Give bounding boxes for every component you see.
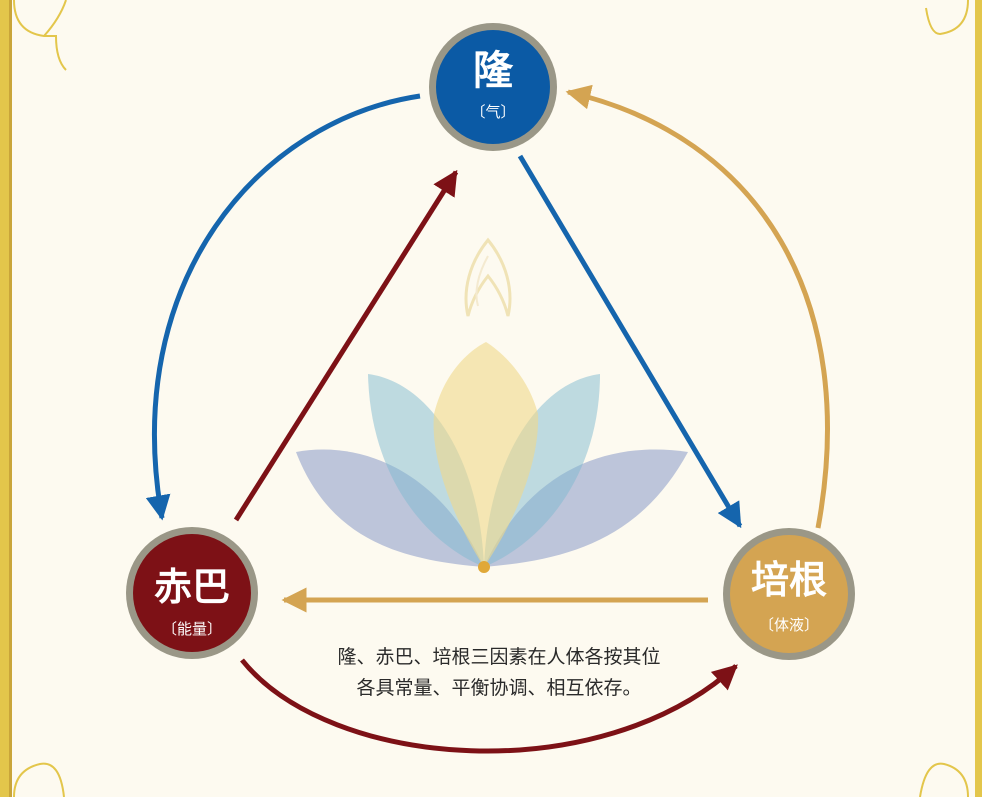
caption-line-2: 各具常量、平衡协调、相互依存。 [356, 677, 641, 699]
node-tripa: 赤巴 〔能量〕 [126, 527, 258, 659]
corner-ornament-top-left [13, 0, 67, 71]
arrow-beken-to-lung [565, 84, 830, 529]
lotus-petal-mid-right [484, 374, 600, 567]
lotus-center-dot [478, 561, 490, 573]
left-border-strip [0, 0, 9, 797]
node-beken: 培根 〔体液〕 [723, 528, 855, 660]
corner-ornament-top-left-arc [43, 0, 67, 37]
arrow-lung-to-beken [517, 154, 743, 529]
node-lung: 隆 〔气〕 [429, 23, 557, 151]
lotus-petal-outer-right [484, 449, 688, 567]
arrow-tripa-to-beken [240, 658, 738, 754]
node-beken-label: 培根 [751, 558, 827, 602]
flame-icon [464, 237, 512, 317]
corner-ornament-bottom-left [13, 762, 65, 797]
node-beken-sublabel: 〔体液〕 [759, 616, 819, 634]
node-tripa-label: 赤巴 [154, 565, 230, 609]
lotus-petal-outer-left [296, 449, 484, 567]
caption-line-1: 隆、赤巴、培根三因素在人体各按其位 [337, 646, 660, 668]
node-tripa-fill [133, 534, 251, 652]
flame-inner-stroke [475, 255, 489, 307]
cycle-arrows [145, 84, 830, 754]
node-lung-sublabel: 〔气〕 [470, 103, 515, 121]
lotus-petal-mid-left [368, 374, 484, 567]
right-border-strip [975, 0, 982, 797]
node-tripa-sublabel: 〔能量〕 [162, 620, 222, 638]
node-beken-fill [730, 535, 848, 653]
node-lung-label: 隆 [473, 48, 514, 94]
node-lung-fill [436, 30, 550, 144]
lotus-petal-center [433, 342, 539, 567]
corner-ornament-top-right [925, 0, 969, 36]
arrow-tripa-to-lung [233, 169, 459, 522]
corner-ornament-bottom-right [919, 762, 969, 797]
left-border-inner [9, 0, 12, 797]
lotus-icon [296, 237, 688, 573]
arrow-lung-to-tripa [145, 93, 421, 521]
